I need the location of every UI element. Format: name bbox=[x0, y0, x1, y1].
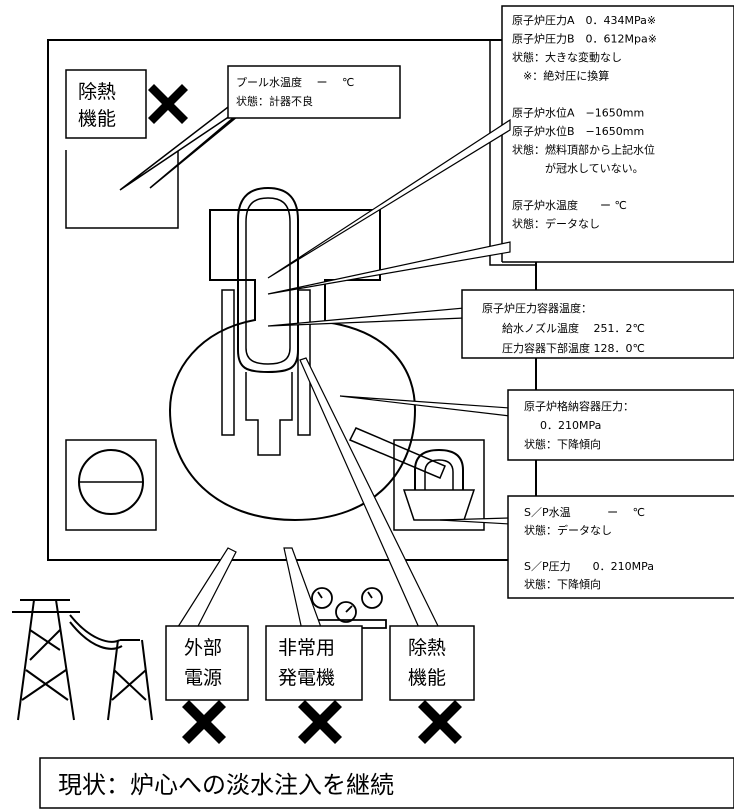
reactor-info-lines: 原子炉圧力A 0．434MPa※ 原子炉圧力B 0．612Mpa※ 状態：大きな変動… bbox=[512, 14, 657, 231]
generator-gauges-icon bbox=[309, 587, 387, 629]
vessel-pedestal bbox=[245, 372, 293, 456]
reactor-info-line: 状態：大きな変動なし bbox=[512, 50, 622, 64]
suppression-pool-left-room bbox=[65, 439, 157, 531]
external-power-line2: 電源 bbox=[184, 667, 222, 689]
suppression-pool-box bbox=[507, 495, 734, 599]
containment-pressure-title: 原子炉格納容器圧力： bbox=[524, 399, 634, 413]
status-banner-text: 現状：炉心への淡水注入を継続 bbox=[58, 771, 394, 799]
reactor-info-line: 状態：燃料頂部から上記水位 bbox=[512, 143, 655, 157]
x-mark-icon bbox=[148, 84, 188, 124]
suppression-pool-right bbox=[402, 489, 476, 521]
x-mark-icon bbox=[418, 700, 462, 744]
containment-pressure-status: 状態：下降傾向 bbox=[524, 437, 601, 451]
reactor-info-line: ※：絶対圧に換算 bbox=[512, 69, 609, 83]
emergency-generator-line2: 発電機 bbox=[278, 667, 335, 689]
sp-pressure-status: 状態：下降傾向 bbox=[524, 577, 601, 591]
x-mark-icon bbox=[298, 700, 342, 744]
reactor-info-line: 原子炉圧力B 0．612Mpa※ bbox=[512, 33, 657, 46]
sp-temp-status: 状態：データなし bbox=[524, 523, 612, 537]
heat-removal-bottom-line1: 除熱 bbox=[408, 637, 446, 659]
reactor-info-line: 原子炉水位A −1650mm bbox=[512, 106, 644, 120]
emergency-generator-line1: 非常用 bbox=[278, 637, 335, 659]
heat-removal-top-line2: 機能 bbox=[78, 108, 116, 130]
pool-temp-line1: プール水温度 ー ℃ bbox=[236, 75, 354, 89]
suppression-pool-right-room bbox=[393, 439, 485, 531]
external-power-line1: 外部 bbox=[184, 637, 222, 659]
containment-pressure-box bbox=[507, 389, 734, 461]
heat-removal-bottom-line2: 機能 bbox=[408, 667, 446, 689]
reactor-core-shroud bbox=[245, 197, 291, 365]
reactor-info-line: 原子炉水位B −1650mm bbox=[512, 124, 644, 138]
reactor-info-line: 原子炉圧力A 0．434MPa※ bbox=[512, 14, 656, 27]
vessel-temp-box bbox=[461, 289, 734, 359]
vessel-temp-title: 原子炉圧力容器温度： bbox=[482, 301, 592, 315]
reactor-info-box bbox=[501, 5, 734, 263]
pool-temp-status: 状態：計器不良 bbox=[236, 94, 313, 108]
heat-removal-top-box bbox=[65, 69, 147, 139]
heat-removal-top-line1: 除熱 bbox=[78, 81, 116, 103]
emergency-generator-box bbox=[265, 625, 363, 701]
sp-pressure: S／P圧力 0．210MPa bbox=[524, 560, 654, 573]
reactor-info-line: 状態：データなし bbox=[512, 217, 600, 231]
external-power-box bbox=[165, 625, 249, 701]
vessel-bottom-temp: 圧力容器下部温度 128．0℃ bbox=[502, 341, 645, 355]
reactor-pressure-vessel bbox=[237, 186, 299, 374]
left-chamber bbox=[221, 289, 235, 436]
x-mark-icon bbox=[182, 700, 226, 744]
status-banner bbox=[39, 757, 734, 809]
vent-pipe bbox=[348, 427, 446, 479]
heat-removal-bottom-box bbox=[389, 625, 475, 701]
transmission-tower-icon bbox=[12, 599, 153, 721]
right-chamber bbox=[297, 289, 311, 436]
feedwater-nozzle-temp: 給水ノズル温度 251．2℃ bbox=[502, 321, 645, 335]
primary-containment-vessel bbox=[168, 209, 417, 522]
pool-temp-box bbox=[227, 65, 401, 119]
reactor-info-line: が冠水していない。 bbox=[512, 161, 644, 175]
reactor-info-line: 原子炉水温度 ー ℃ bbox=[512, 198, 627, 212]
spent-fuel-pool bbox=[65, 150, 179, 229]
sp-temp: S／P水温 ー ℃ bbox=[524, 506, 645, 519]
containment-pressure-value: 0．210MPa bbox=[540, 419, 601, 432]
